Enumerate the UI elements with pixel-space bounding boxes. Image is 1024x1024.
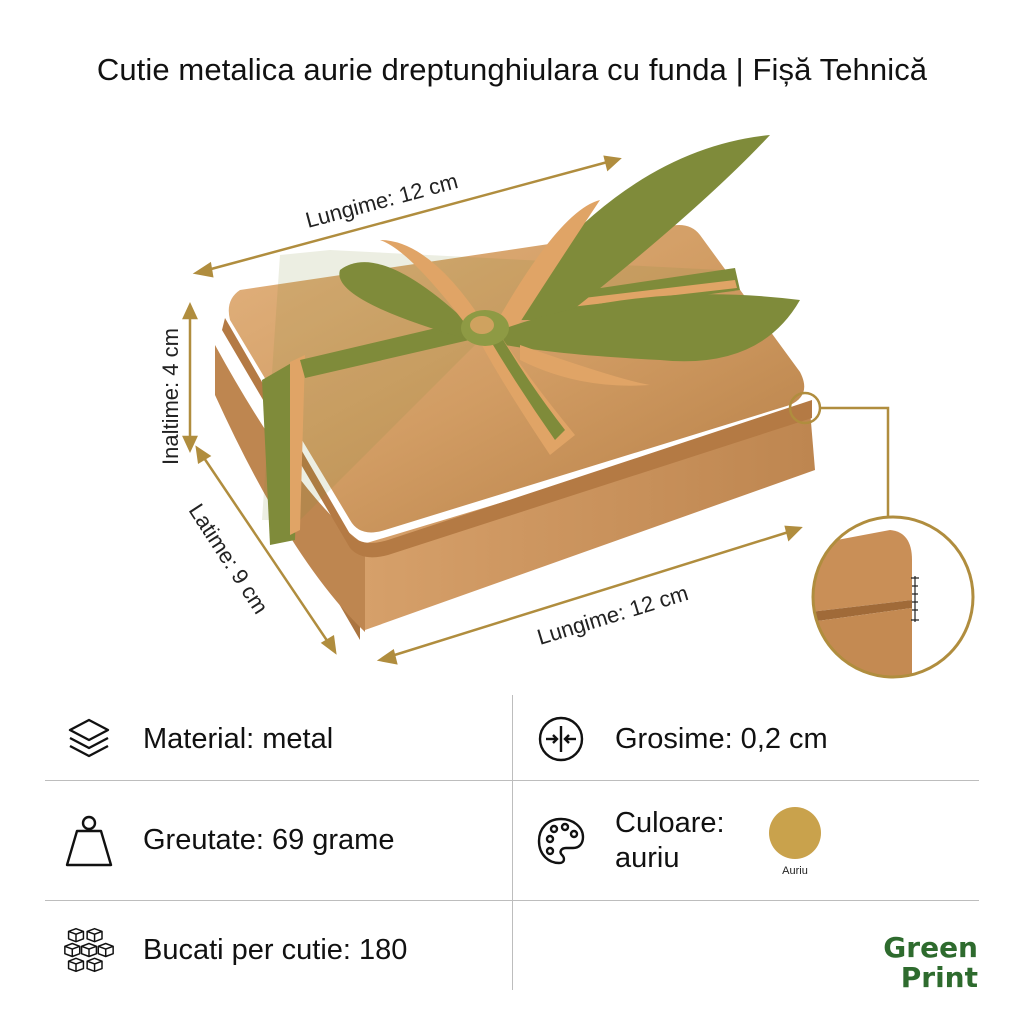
divider <box>512 695 513 990</box>
height-label: Inaltime: 4 cm <box>158 328 183 465</box>
spec-pieces-text: Bucati per cutie: 180 <box>143 933 408 966</box>
spec-material-text: Material: metal <box>143 722 334 755</box>
layers-icon <box>63 713 115 765</box>
spec-pieces: Bucati per cutie: 180 <box>63 920 407 980</box>
spec-color: Culoare: auriu <box>535 803 725 878</box>
zoom-connector <box>820 406 890 518</box>
length-bottom-label: Lungime: 12 cm <box>534 580 691 650</box>
page-title: Cutie metalica aurie dreptunghiulara cu … <box>96 52 928 87</box>
weight-icon <box>63 815 115 867</box>
ribbon-bow-right-loop <box>500 135 770 320</box>
dimension-arrows <box>182 155 803 665</box>
spec-color-value: auriu <box>615 841 680 874</box>
brand-line-1: Green <box>883 931 978 965</box>
gold-swatch <box>769 807 821 859</box>
ribbon-bow-left-loop <box>339 262 470 340</box>
brand-logo: Green Print <box>883 933 978 992</box>
box-front-side <box>360 410 815 630</box>
color-swatch: Auriu <box>765 807 825 877</box>
width-label: Latime: 9 cm <box>184 499 274 618</box>
compress-icon <box>535 713 587 765</box>
spec-weight-text: Greutate: 69 grame <box>143 824 395 857</box>
specs-table: Material: metal Grosime: 0,2 cm Greutate… <box>45 695 979 995</box>
spec-thickness: Grosime: 0,2 cm <box>535 709 828 769</box>
zoom-detail <box>813 517 973 677</box>
spec-material: Material: metal <box>63 709 333 769</box>
product-illustration: Lungime: 12 cm Inaltime: 4 cm Latime: 9 … <box>158 135 975 679</box>
palette-icon <box>535 815 587 867</box>
ribbon-band <box>262 250 735 520</box>
spec-thickness-text: Grosime: 0,2 cm <box>615 722 828 755</box>
boxes-icon <box>63 924 115 976</box>
brand-line-2: Print <box>900 960 978 994</box>
spec-weight: Greutate: 69 grame <box>63 803 394 878</box>
spec-color-label: Culoare: <box>615 806 725 839</box>
zoom-circle <box>811 515 975 679</box>
swatch-label: Auriu <box>782 865 808 877</box>
